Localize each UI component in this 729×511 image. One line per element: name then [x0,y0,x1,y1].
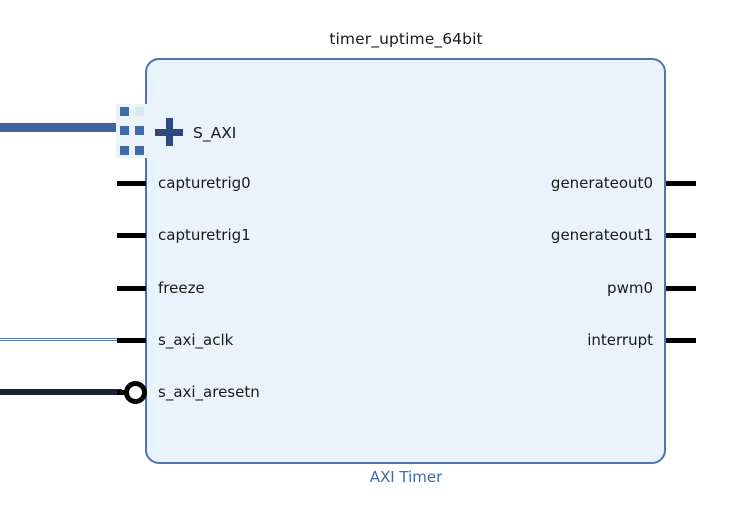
output-pin-label-pwm0[interactable]: pwm0 [607,279,653,297]
input-pin-label-s_axi_aclk[interactable]: s_axi_aclk [158,331,234,349]
wire-s-axi-bus[interactable] [0,123,126,132]
output-pin-stub-generateout1[interactable] [666,233,696,238]
bus-dot [135,146,144,155]
output-pin-stub-interrupt[interactable] [666,338,696,343]
invert-bubble-icon-s_axi_aresetn [124,381,147,404]
input-pin-stub-freeze[interactable] [117,286,146,291]
input-pin-label-s_axi_aresetn[interactable]: s_axi_aresetn [158,383,260,401]
page-title: timer_uptime_64bit [329,30,483,48]
bus-interface-label-s-axi[interactable]: S_AXI [193,124,237,142]
output-pin-stub-pwm0[interactable] [666,286,696,291]
output-pin-label-generateout0[interactable]: generateout0 [550,174,653,192]
output-pin-label-interrupt[interactable]: interrupt [587,331,653,349]
bus-dot [135,126,144,135]
wire-s_axi_aresetn[interactable] [0,389,122,395]
input-pin-stub-s_axi_aclk[interactable] [117,338,146,343]
input-pin-stub-capturetrig1[interactable] [117,233,146,238]
plus-icon-vertical-bar [166,118,173,146]
bus-dot [135,107,144,116]
bus-dot-grid-icon[interactable] [116,104,147,158]
input-pin-label-capturetrig0[interactable]: capturetrig0 [158,174,251,192]
plus-icon[interactable] [155,118,183,146]
ip-block-body[interactable] [145,58,666,464]
wire-s_axi_aclk[interactable] [0,338,122,341]
ip-block-caption: AXI Timer [369,468,443,486]
bus-dot [120,146,129,155]
output-pin-label-generateout1[interactable]: generateout1 [550,226,653,244]
bus-dot [120,126,129,135]
output-pin-stub-generateout0[interactable] [666,181,696,186]
input-pin-label-capturetrig1[interactable]: capturetrig1 [158,226,251,244]
input-pin-label-freeze[interactable]: freeze [158,279,205,297]
bus-dot [120,107,129,116]
input-pin-stub-capturetrig0[interactable] [117,181,146,186]
